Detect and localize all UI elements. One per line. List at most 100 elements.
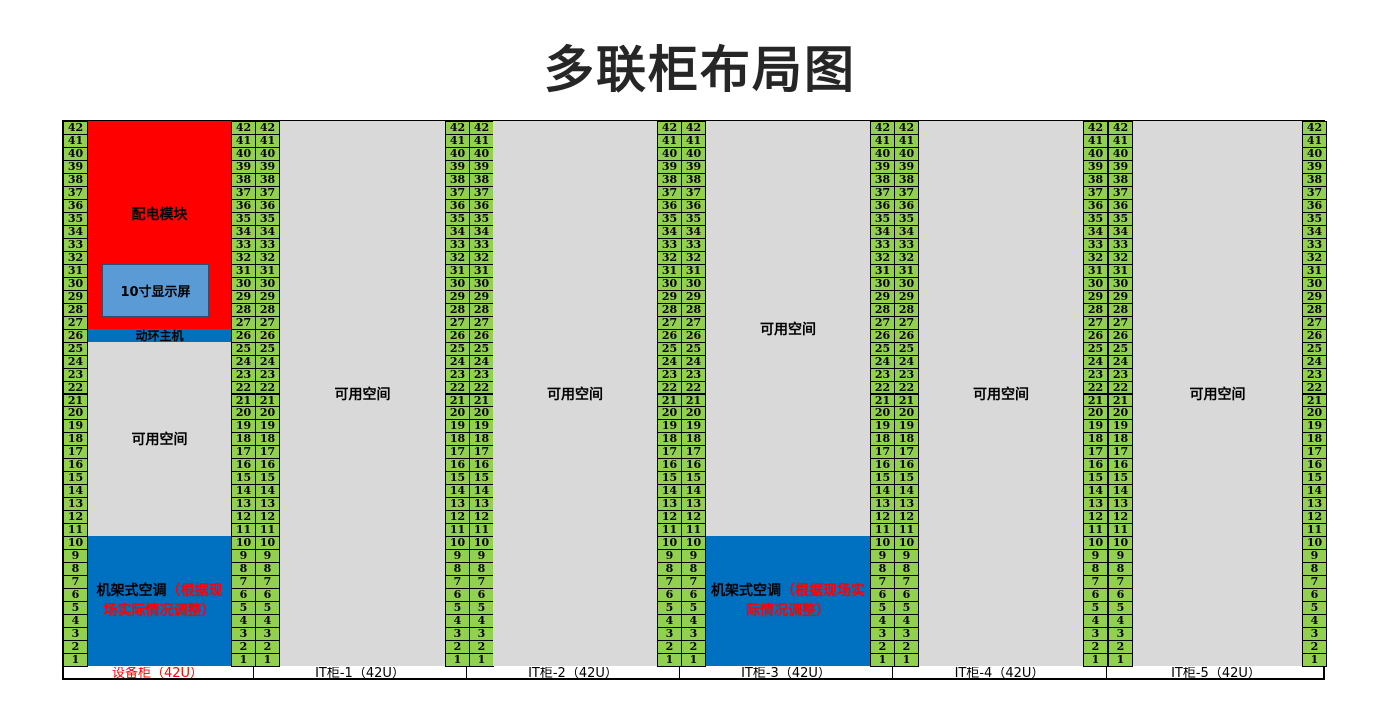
unit-number: 26 [870, 328, 895, 343]
unit-number: 10 [894, 536, 919, 551]
unit-number: 5 [870, 601, 895, 616]
unit-number: 28 [657, 302, 682, 317]
unit-number: 36 [1302, 198, 1327, 213]
unit-number: 5 [231, 601, 256, 616]
unit-number: 10 [255, 536, 280, 551]
unit-number: 6 [445, 588, 470, 603]
unit-number: 10 [1083, 536, 1108, 551]
segment-label: 可用空间 [334, 386, 391, 403]
unit-number: 8 [870, 562, 895, 577]
unit-number: 26 [231, 328, 256, 343]
unit-number: 34 [469, 224, 494, 239]
unit-number: 9 [870, 549, 895, 564]
unit-number: 15 [1083, 471, 1108, 486]
unit-number: 18 [469, 432, 494, 447]
unit-number: 26 [1083, 328, 1108, 343]
unit-number: 34 [231, 224, 256, 239]
unit-number: 37 [469, 185, 494, 200]
unit-number: 31 [1108, 263, 1133, 278]
unit-number: 6 [255, 588, 280, 603]
unit-number: 29 [681, 289, 706, 304]
unit-number: 2 [657, 640, 682, 655]
unit-number: 27 [231, 315, 256, 330]
unit-number: 9 [1302, 549, 1327, 564]
unit-number: 16 [255, 458, 280, 473]
unit-number: 29 [231, 289, 256, 304]
unit-number: 37 [1302, 185, 1327, 200]
unit-number: 24 [469, 354, 494, 369]
unit-number: 8 [1083, 562, 1108, 577]
unit-number: 8 [255, 562, 280, 577]
unit-number: 11 [1108, 523, 1133, 538]
unit-number: 36 [231, 198, 256, 213]
unit-number: 26 [681, 328, 706, 343]
unit-number: 17 [231, 445, 256, 460]
unit-number: 36 [63, 198, 88, 213]
unit-number: 41 [681, 133, 706, 148]
unit-number: 3 [894, 627, 919, 642]
unit-number: 12 [870, 510, 895, 525]
unit-number: 30 [1302, 276, 1327, 291]
unit-number: 26 [445, 328, 470, 343]
unit-number: 30 [231, 276, 256, 291]
unit-number: 16 [445, 458, 470, 473]
unit-number: 40 [255, 146, 280, 161]
unit-number: 23 [469, 367, 494, 382]
unit-number: 17 [681, 445, 706, 460]
segment-label: 可用空间 [1189, 386, 1246, 403]
unit-number: 11 [894, 523, 919, 538]
unit-number: 37 [445, 185, 470, 200]
cabinet-label: 设备柜（42U） [62, 667, 254, 680]
unit-number: 32 [1302, 250, 1327, 265]
unit-number: 26 [657, 328, 682, 343]
unit-number: 6 [681, 588, 706, 603]
unit-number: 17 [469, 445, 494, 460]
unit-number: 7 [445, 575, 470, 590]
unit-number: 38 [231, 172, 256, 187]
unit-number: 21 [894, 393, 919, 408]
unit-number: 24 [255, 354, 280, 369]
unit-number: 16 [231, 458, 256, 473]
unit-number: 24 [1108, 354, 1133, 369]
unit-number: 41 [469, 133, 494, 148]
unit-number: 37 [870, 185, 895, 200]
unit-number: 22 [894, 380, 919, 395]
cabinet-segment: 可用空间 [493, 121, 657, 666]
unit-number: 14 [1302, 484, 1327, 499]
unit-number: 3 [681, 627, 706, 642]
unit-number: 22 [681, 380, 706, 395]
unit-number: 38 [1083, 172, 1108, 187]
unit-number: 1 [657, 653, 682, 667]
unit-number: 27 [63, 315, 88, 330]
unit-number: 11 [231, 523, 256, 538]
unit-number: 2 [469, 640, 494, 655]
unit-number: 1 [1083, 653, 1108, 667]
unit-number: 35 [1108, 211, 1133, 226]
unit-number: 34 [1302, 224, 1327, 239]
unit-number: 22 [1108, 380, 1133, 395]
unit-number: 23 [231, 367, 256, 382]
unit-number: 15 [870, 471, 895, 486]
unit-number: 12 [681, 510, 706, 525]
unit-number: 37 [1108, 185, 1133, 200]
unit-number: 14 [870, 484, 895, 499]
unit-number: 33 [1108, 237, 1133, 252]
unit-number: 3 [870, 627, 895, 642]
unit-number: 12 [255, 510, 280, 525]
unit-number: 9 [1083, 549, 1108, 564]
unit-number: 13 [63, 497, 88, 512]
unit-number: 8 [657, 562, 682, 577]
unit-number: 13 [1083, 497, 1108, 512]
unit-number: 37 [681, 185, 706, 200]
unit-number: 29 [894, 289, 919, 304]
unit-number: 39 [1302, 159, 1327, 174]
unit-number: 29 [657, 289, 682, 304]
unit-number: 29 [870, 289, 895, 304]
unit-number: 3 [231, 627, 256, 642]
unit-number: 21 [681, 393, 706, 408]
unit-number: 35 [231, 211, 256, 226]
unit-number: 36 [894, 198, 919, 213]
unit-number: 35 [681, 211, 706, 226]
unit-number: 37 [1083, 185, 1108, 200]
unit-number: 2 [1083, 640, 1108, 655]
